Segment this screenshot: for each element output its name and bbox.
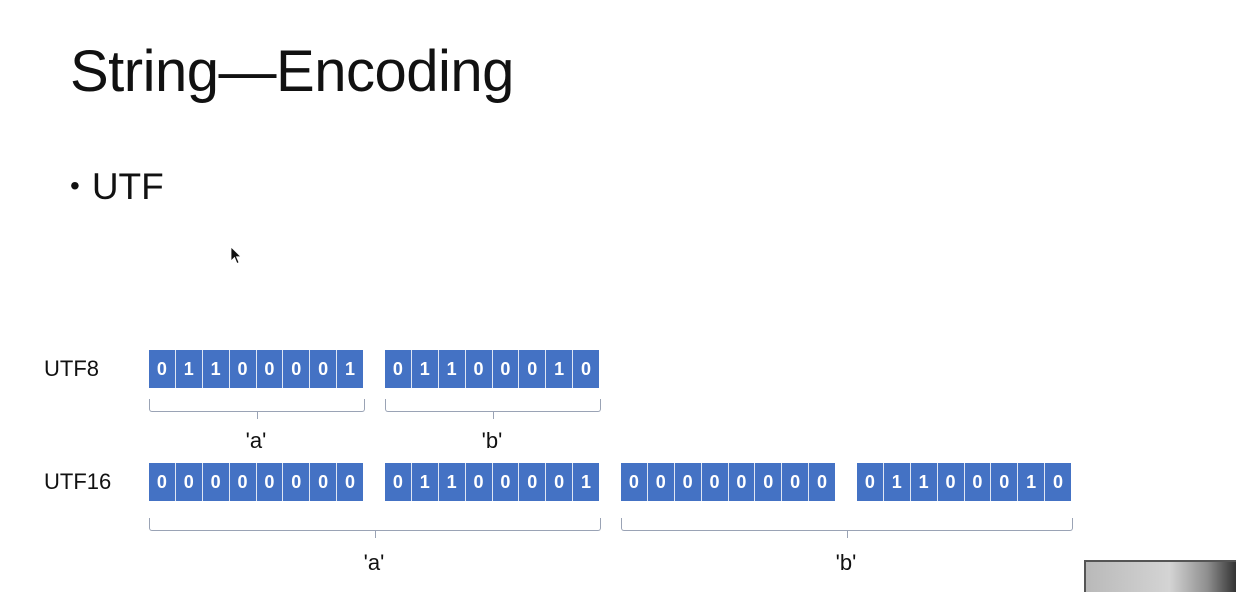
bit-cell: 0 bbox=[493, 350, 520, 388]
bit-cell: 0 bbox=[310, 350, 338, 388]
bit-cell: 0 bbox=[702, 463, 729, 501]
bit-cell: 0 bbox=[257, 350, 284, 388]
char-label-utf16-1: 'b' bbox=[835, 550, 857, 575]
bit-cell: 1 bbox=[176, 350, 203, 388]
bullet-dot-icon: • bbox=[70, 170, 80, 201]
bullet-item: • UTF bbox=[70, 164, 164, 209]
bit-cell: 0 bbox=[230, 350, 257, 388]
bit-cell: 0 bbox=[385, 350, 412, 388]
bit-cell: 0 bbox=[385, 463, 412, 501]
bit-cell: 1 bbox=[911, 463, 938, 501]
bit-cell: 1 bbox=[884, 463, 911, 501]
bit-cell: 0 bbox=[310, 463, 338, 501]
brace-tick bbox=[257, 411, 258, 419]
bit-cell: 0 bbox=[257, 463, 284, 501]
bit-cell: 0 bbox=[345, 471, 356, 492]
bit-cell: 0 bbox=[519, 350, 547, 388]
bit-cell: 0 bbox=[176, 463, 203, 501]
row-label-utf8: UTF8 bbox=[44, 356, 99, 381]
bit-cell: 0 bbox=[203, 463, 230, 501]
bit-cell: 0 bbox=[149, 463, 176, 501]
bit-cell: 0 bbox=[283, 463, 311, 501]
char-label-utf8-0: 'a' bbox=[245, 428, 267, 453]
bit-cell: 0 bbox=[546, 463, 574, 501]
bit-cell: 1 bbox=[1018, 463, 1046, 501]
bullet-text: UTF bbox=[91, 166, 164, 207]
brace-tick bbox=[847, 530, 848, 538]
brace-utf16-1 bbox=[621, 518, 1073, 538]
bit-cell: 0 bbox=[965, 463, 992, 501]
bit-cell: 0 bbox=[493, 463, 520, 501]
brace-utf16-0 bbox=[149, 518, 601, 538]
bit-cell: 0 bbox=[755, 463, 783, 501]
row-label-utf16: UTF16 bbox=[44, 469, 112, 494]
bit-cell: 1 bbox=[581, 471, 592, 492]
bit-cell: 1 bbox=[412, 463, 439, 501]
bit-cell: 0 bbox=[581, 358, 592, 379]
bit-cell: 0 bbox=[675, 463, 702, 501]
bit-cell: 0 bbox=[621, 463, 648, 501]
brace-tick bbox=[493, 411, 494, 419]
bit-cell: 0 bbox=[519, 463, 547, 501]
mouse-pointer-icon bbox=[230, 246, 242, 265]
bit-cell: 1 bbox=[203, 350, 230, 388]
bit-cell: 0 bbox=[466, 463, 493, 501]
slide-title: String—Encoding bbox=[70, 39, 514, 104]
bit-cell: 0 bbox=[648, 463, 675, 501]
bit-cell: 0 bbox=[782, 463, 810, 501]
bit-cell: 1 bbox=[412, 350, 439, 388]
bit-cell: 0 bbox=[938, 463, 965, 501]
bit-cell: 1 bbox=[439, 463, 466, 501]
bit-cell: 0 bbox=[283, 350, 311, 388]
bit-cell: 1 bbox=[345, 358, 356, 379]
brace-utf8-0 bbox=[149, 399, 365, 419]
bit-cell: 0 bbox=[857, 463, 884, 501]
bit-cell: 0 bbox=[817, 471, 828, 492]
brace-utf8-1 bbox=[385, 399, 601, 419]
bit-cell: 1 bbox=[546, 350, 574, 388]
bit-cell: 0 bbox=[466, 350, 493, 388]
bit-cell: 0 bbox=[991, 463, 1019, 501]
webcam-thumbnail bbox=[1084, 560, 1236, 592]
bit-cell: 0 bbox=[1053, 471, 1064, 492]
bit-cell: 0 bbox=[230, 463, 257, 501]
brace-tick bbox=[375, 530, 376, 538]
char-label-utf8-1: 'b' bbox=[481, 428, 503, 453]
char-label-utf16-0: 'a' bbox=[363, 550, 385, 575]
bit-cell: 1 bbox=[439, 350, 466, 388]
bit-cell: 0 bbox=[729, 463, 756, 501]
bit-cell: 0 bbox=[149, 350, 176, 388]
